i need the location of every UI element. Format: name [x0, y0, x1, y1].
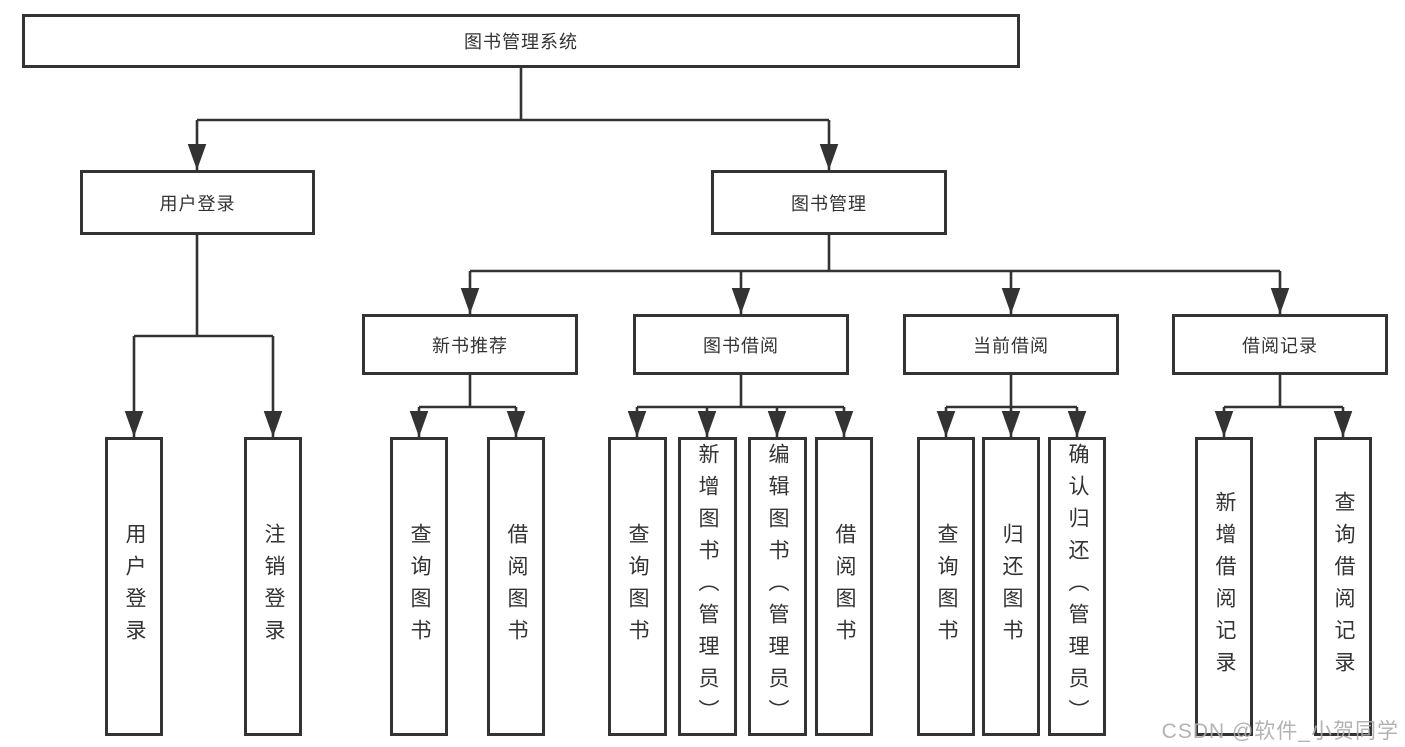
- leaf-current-confirm-return-admin: 确认归还（管理员）: [1048, 437, 1106, 736]
- node-book-borrow-branch: 图书借阅: [633, 314, 849, 375]
- node-new-book-recommend-branch: 新书推荐: [362, 314, 578, 375]
- leaf-logout: 注销登录: [244, 437, 302, 736]
- node-user-login-branch: 用户登录: [80, 170, 315, 235]
- leaf-borrow-query-books: 查询图书: [608, 437, 667, 736]
- leaf-record-query-borrow-record: 查询借阅记录: [1314, 437, 1372, 736]
- leaf-record-add-borrow-record: 新增借阅记录: [1195, 437, 1253, 736]
- node-book-management-branch: 图书管理: [711, 170, 947, 235]
- leaf-current-return-books: 归还图书: [982, 437, 1040, 736]
- node-root-system: 图书管理系统: [22, 14, 1020, 68]
- leaf-user-login: 用户登录: [105, 437, 163, 736]
- leaf-borrow-add-books-admin: 新增图书（管理员）: [678, 437, 737, 736]
- csdn-watermark: CSDN @软件_小贺同学: [1161, 720, 1399, 743]
- leaf-borrow-borrow-books: 借阅图书: [815, 437, 873, 736]
- leaf-borrow-edit-books-admin: 编辑图书（管理员）: [748, 437, 807, 736]
- leaf-newbook-query-books: 查询图书: [390, 437, 448, 736]
- node-borrow-record-branch: 借阅记录: [1172, 314, 1388, 375]
- leaf-current-query-books: 查询图书: [917, 437, 975, 736]
- node-current-borrow-branch: 当前借阅: [903, 314, 1119, 375]
- leaf-newbook-borrow-books: 借阅图书: [487, 437, 545, 736]
